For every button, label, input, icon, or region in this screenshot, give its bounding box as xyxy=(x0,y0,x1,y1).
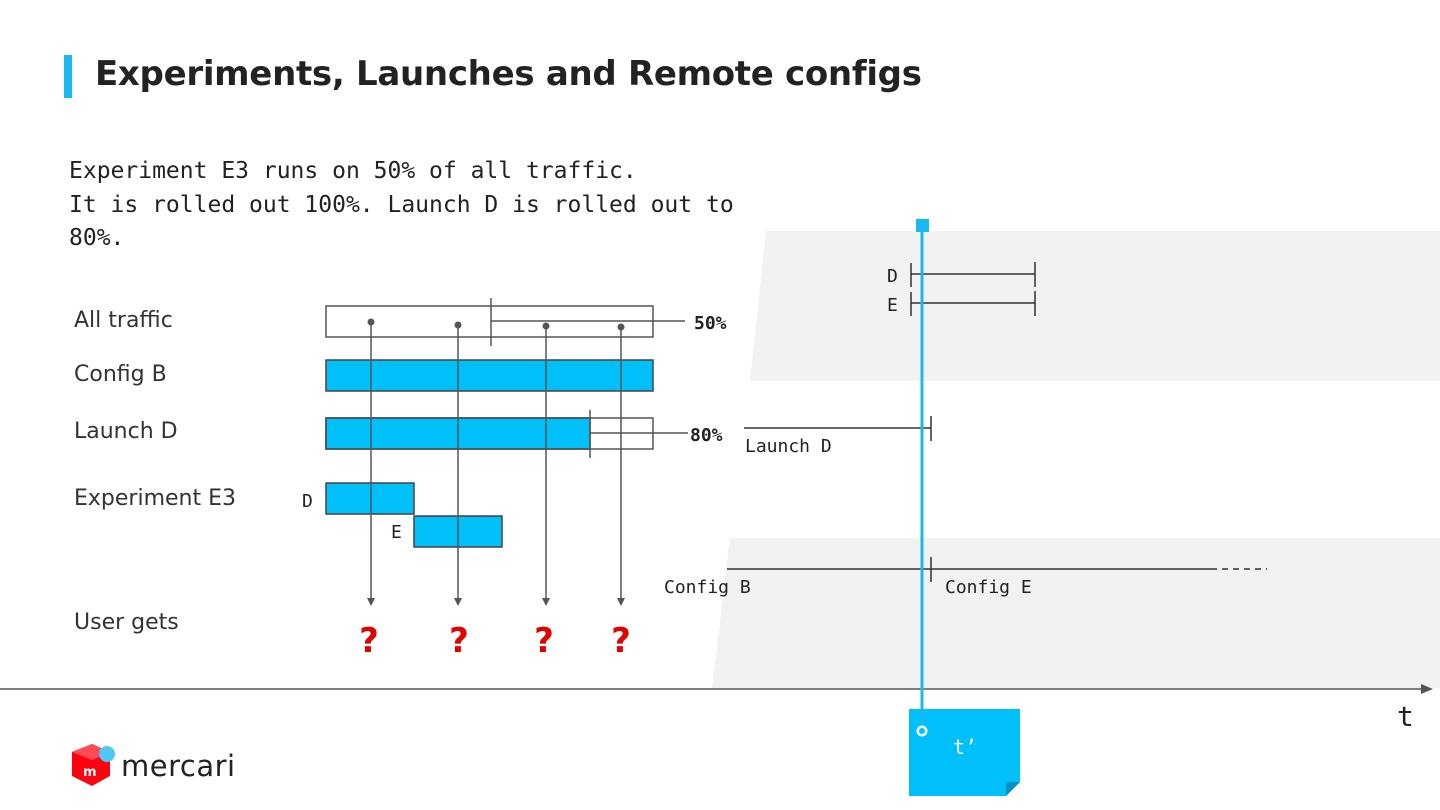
user-arrows xyxy=(367,318,625,606)
user-2-result-question: ? xyxy=(449,621,469,661)
row-label-launch-d: Launch D xyxy=(74,419,178,444)
mercari-logo: m mercari xyxy=(72,744,236,786)
timeline-band-configs xyxy=(712,538,1440,688)
row-label-all-traffic: All traffic xyxy=(74,308,173,333)
time-axis-label: t xyxy=(1397,700,1414,733)
time-marker-flag-fold xyxy=(1006,782,1020,796)
description-line-3: 80%. xyxy=(69,225,125,251)
timeline-launch-d-label: Launch D xyxy=(745,436,832,457)
experiment-e3-variant-d-bar xyxy=(325,482,415,515)
mercari-logo-wordmark: mercari xyxy=(121,749,236,783)
time-marker-anchor-dot-inner xyxy=(919,728,925,734)
description-line-1: Experiment E3 runs on 50% of all traffic… xyxy=(69,158,637,184)
launch-d-pct-label: 80% xyxy=(690,425,723,446)
timeline-launch-line: Launch D xyxy=(744,416,932,457)
time-axis: t xyxy=(0,684,1433,733)
timeline-band-experiments xyxy=(750,231,1440,381)
title-accent-bar xyxy=(64,55,72,98)
timeline-exp-e-label: E xyxy=(887,295,898,316)
timeline-config-lines: Config B Config E xyxy=(664,557,1267,598)
experiment-e3-variant-d-label: D xyxy=(302,491,313,512)
time-marker-label: t’ xyxy=(953,735,977,759)
slide-title: Experiments, Launches and Remote configs xyxy=(95,54,922,94)
time-axis-arrowhead xyxy=(1421,684,1433,694)
timeline-config-e-label: Config E xyxy=(945,577,1032,598)
timeline-exp-d-label: D xyxy=(887,266,898,287)
time-marker-top-handle[interactable] xyxy=(916,219,929,232)
time-marker-flag[interactable] xyxy=(909,709,1020,796)
row-label-experiment-e3: Experiment E3 xyxy=(74,486,237,511)
timeline-experiment-lines: D E xyxy=(887,262,1036,316)
launch-d-bar: 80% xyxy=(325,410,723,458)
row-label-config-b: Config B xyxy=(74,362,167,387)
mercari-logo-dot xyxy=(99,746,115,762)
all-traffic-bar: 50% xyxy=(325,298,727,346)
user-4-result-question: ? xyxy=(611,621,631,661)
slide-description: Experiment E3 runs on 50% of all traffic… xyxy=(69,155,734,256)
time-marker[interactable]: t’ xyxy=(909,219,1020,796)
user-3-result-question: ? xyxy=(534,621,554,661)
config-b-bar xyxy=(325,359,654,392)
user-1-result-question: ? xyxy=(359,621,379,661)
description-line-2: It is rolled out 100%. Launch D is rolle… xyxy=(69,191,734,218)
experiment-e3-variant-e-label: E xyxy=(391,522,402,543)
timeline-config-b-label: Config B xyxy=(664,577,751,598)
row-label-user-gets: User gets xyxy=(74,610,179,635)
mercari-logo-mark-letter: m xyxy=(83,765,97,780)
all-traffic-pct-label: 50% xyxy=(694,313,727,334)
